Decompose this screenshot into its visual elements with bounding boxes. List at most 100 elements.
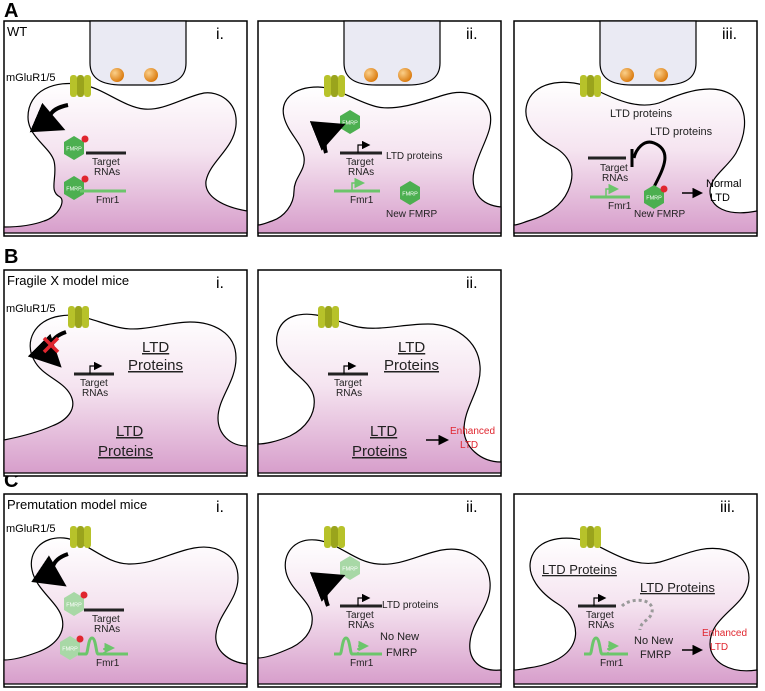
fmr1-line: [334, 636, 382, 656]
rnas-label: RNAs: [336, 388, 362, 399]
red-dot-icon: [80, 591, 88, 599]
ltd-proteins-label: Proteins: [128, 357, 183, 374]
svg-text:FMRP: FMRP: [646, 196, 662, 202]
arrow-icon: [357, 593, 371, 606]
fmr1-label: Fmr1: [600, 658, 624, 669]
fmrp-icon: FMRP: [64, 176, 84, 200]
rnas-label: RNAs: [348, 167, 374, 178]
red-dot-icon: [660, 185, 668, 193]
ltd-proteins-label: LTD: [370, 423, 397, 440]
rnas-label: RNAs: [94, 624, 120, 635]
dashed-curve-icon: [103, 642, 115, 654]
ltd-proteins-label: LTD Proteins: [542, 562, 617, 577]
target-label: Target: [346, 610, 374, 621]
ltd-proteins-label: Proteins: [384, 357, 439, 374]
panel-c-i: Premutation model mice i. mGluR1/5 FMRP …: [3, 493, 248, 688]
curved-arrow-icon: [29, 102, 69, 133]
vesicle-icon: [364, 68, 378, 82]
fmr1-label: Fmr1: [96, 658, 120, 669]
ltd-proteins-label: LTD: [398, 339, 425, 356]
normal-ltd-label: LTD: [710, 192, 730, 204]
enhanced-ltd-label: Enhanced: [702, 628, 747, 639]
panel-b-ii: ii. Target RNAs LTD Proteins LTD Protein…: [257, 269, 502, 477]
rnas-label: RNAs: [82, 388, 108, 399]
no-new-fmrp-label: FMRP: [640, 649, 671, 661]
roman-numeral: iii.: [720, 499, 735, 516]
no-new-fmrp-label: No New: [380, 631, 419, 643]
target-label: Target: [92, 157, 120, 168]
new-fmrp-label: New FMRP: [386, 209, 437, 220]
curved-arrow-icon: [309, 121, 346, 154]
curved-arrow-icon: [31, 552, 69, 587]
red-x-icon: [42, 336, 60, 354]
panel-a-ii: ii. FMRP Target RNAs LTD proteins Fmr1 F…: [257, 20, 502, 237]
new-fmrp-label: New FMRP: [634, 209, 685, 220]
arrow-icon: [89, 361, 103, 374]
arrow-icon: [357, 140, 371, 153]
fmr1-line: [584, 636, 628, 656]
no-new-fmrp-label: No New: [634, 635, 673, 647]
roman-numeral: ii.: [466, 26, 478, 43]
vesicle-icon: [654, 68, 668, 82]
roman-numeral: i.: [216, 275, 224, 292]
ltd-proteins-label: Proteins: [352, 443, 407, 460]
red-dot-icon: [81, 175, 89, 183]
red-dot-icon: [81, 135, 89, 143]
panel-c-ii: ii. FMRP Target RNAs LTD proteins Fmr1 N…: [257, 493, 502, 688]
rnas-label: RNAs: [602, 173, 628, 184]
enhanced-ltd-label: Enhanced: [450, 426, 495, 437]
fmrp-icon: FMRP: [64, 592, 84, 616]
roman-numeral: ii.: [466, 275, 478, 292]
svg-text:FMRP: FMRP: [342, 567, 358, 573]
svg-text:FMRP: FMRP: [402, 192, 418, 198]
receptor-icon: [324, 75, 345, 97]
receptor-label: mGluR1/5: [6, 303, 56, 315]
arrow-icon: [351, 177, 365, 191]
ltd-proteins-label: LTD proteins: [382, 600, 439, 611]
dashed-curve-icon: [607, 640, 619, 654]
presynaptic-terminal: [89, 20, 187, 86]
fmrp-icon: FMRP: [644, 185, 664, 209]
panel-title: WT: [7, 24, 27, 39]
target-label: Target: [586, 610, 614, 621]
roman-numeral: ii.: [466, 499, 478, 516]
svg-text:FMRP: FMRP: [66, 187, 82, 193]
target-label: Target: [92, 614, 120, 625]
arrow-icon: [593, 593, 607, 606]
roman-numeral: i.: [216, 499, 224, 516]
enhanced-ltd-label: LTD: [710, 642, 728, 653]
ltd-proteins-label: LTD proteins: [386, 151, 443, 162]
rnas-label: RNAs: [348, 620, 374, 631]
fmr1-line: [78, 636, 128, 656]
svg-text:FMRP: FMRP: [62, 647, 78, 653]
panel-title: Premutation model mice: [7, 497, 147, 512]
ltd-proteins-label: LTD proteins: [610, 108, 673, 120]
panel-a-iii: iii. LTD proteins LTD proteins Target RN…: [513, 20, 758, 237]
vesicle-icon: [620, 68, 634, 82]
ltd-proteins-label: Proteins: [98, 443, 153, 460]
ltd-proteins-label: LTD proteins: [650, 126, 713, 138]
receptor-icon: [70, 75, 91, 97]
target-label: Target: [346, 157, 374, 168]
target-label: Target: [80, 378, 108, 389]
no-new-fmrp-label: FMRP: [386, 647, 417, 659]
target-label: Target: [334, 378, 362, 389]
arrow-icon: [343, 361, 357, 374]
ltd-proteins-label: LTD Proteins: [640, 580, 715, 595]
enhanced-ltd-label: LTD: [460, 440, 478, 451]
fmrp-icon: FMRP: [400, 181, 420, 205]
section-label-a: A: [4, 0, 18, 22]
fmr1-label: Fmr1: [350, 195, 374, 206]
curved-arrow-icon: [309, 572, 346, 607]
receptor-icon: [580, 526, 601, 548]
panel-b-i: Fragile X model mice i. mGluR1/5 Target …: [3, 269, 248, 477]
roman-numeral: i.: [216, 26, 224, 43]
receptor-icon: [580, 75, 601, 97]
red-dot-icon: [76, 635, 84, 643]
rnas-label: RNAs: [94, 167, 120, 178]
receptor-icon: [70, 526, 91, 548]
dashed-curve-icon: [357, 640, 369, 654]
fmr1-label: Fmr1: [608, 201, 632, 212]
receptor-label: mGluR1/5: [6, 523, 56, 535]
